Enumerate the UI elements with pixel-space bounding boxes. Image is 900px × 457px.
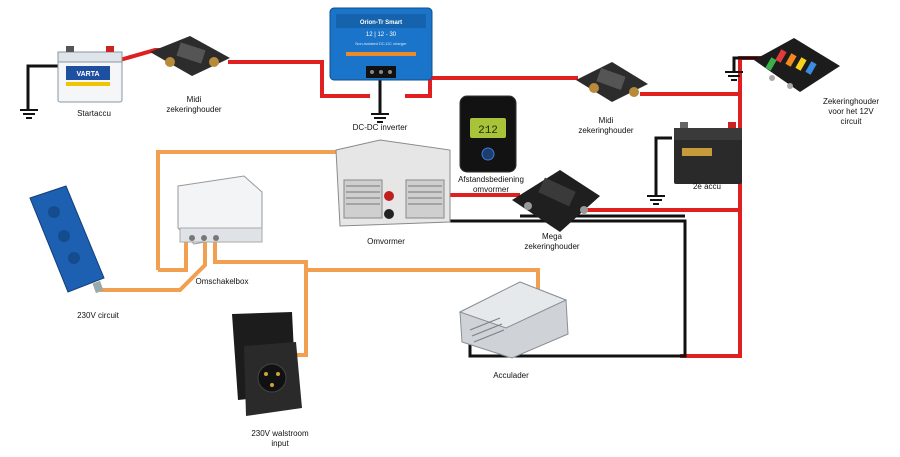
label-midi-fuse-2: Midi zekeringhouder [578,116,634,135]
pos-wire-dcdc-midi2 [405,76,578,98]
neg-wire-omvormer-acculader [380,219,687,358]
socket-strip-230v [29,185,105,294]
fuse-box-12v [754,38,840,92]
pos-wire-midi-dcdc [228,60,370,98]
label-startaccu: Startaccu [77,109,111,118]
pos-wire-acculader [680,130,742,358]
label-mega-fuse: Mega zekeringhouder [524,232,580,251]
dcdc-sub-text: Non-isolated DC-DC charger [355,41,407,46]
ground-symbol-accu2 [647,195,665,205]
battery-charger [458,281,569,359]
shore-power-inlet [232,312,302,416]
neg-wire-accu2 [654,136,672,196]
inverter [335,139,451,227]
dcdc-brand-text: Orion-Tr Smart [360,20,402,26]
label-shore-power: 230V walstroom input [251,429,309,448]
switch-box [177,175,263,245]
dcdc-converter: Orion-Tr Smart 12 | 12 - 30 Non-isolated… [329,7,433,81]
ground-symbol-fusebox [725,71,743,81]
mega-fuse-holder [512,170,600,232]
inverter-remote-control: 212 [459,95,517,173]
label-remote-control: Afstandsbediening omvormer [458,175,524,194]
startaccu-brand-text: VARTA [76,71,99,78]
ac-wire-omschakel-loop [158,240,188,272]
midi-fuse-holder-2 [576,62,648,102]
ac-wiring [100,150,540,357]
neg-wire-startaccu [26,64,60,110]
label-switch-box: Omschakelbox [195,277,249,286]
label-230v-circuit: 230V circuit [77,311,119,320]
ac-wire-walstroom [213,240,308,357]
midi-fuse-holder-1 [150,36,230,76]
label-battery-charger: Acculader [493,371,529,380]
second-battery [674,122,742,184]
ground-symbol-startaccu [20,109,38,119]
remote-display-text: 212 [478,125,498,137]
label-midi-fuse-1: Midi zekeringhouder [166,95,222,114]
label-fuse-box-12v: Zekeringhouder voor het 12V circuit [822,97,880,126]
dcdc-spec-text: 12 | 12 - 30 [366,32,397,38]
ac-wire-omschakel-omvormer [156,150,338,270]
ac-wire-230v-circuit [100,240,207,292]
label-inverter: Omvormer [367,237,405,246]
pos-wire-midi2-accu2 [640,92,742,130]
ground-symbol-dcdc [371,113,389,123]
startaccu-battery: VARTA [57,46,123,103]
label-dcdc-inverter: DC-DC inverter [352,123,408,132]
label-second-battery: 2e accu [692,182,722,191]
